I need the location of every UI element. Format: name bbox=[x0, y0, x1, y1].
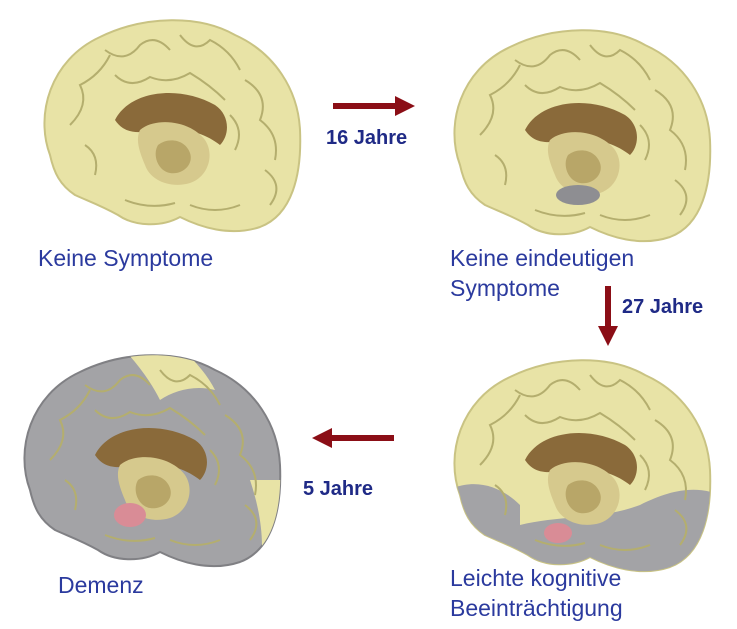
stage-label-dementia: Demenz bbox=[58, 570, 144, 600]
duration-label-16-years: 16 Jahre bbox=[326, 127, 407, 150]
stage-label-mild-cognitive-impairment: Leichte kognitive Beeinträchtigung bbox=[450, 563, 623, 623]
stage-label-no-symptoms-text: Keine Symptome bbox=[38, 245, 213, 271]
stage-label-mci-line2: Beeinträchtigung bbox=[450, 593, 623, 623]
duration-label-27-years: 27 Jahre bbox=[622, 296, 703, 319]
brain-healthy-icon bbox=[30, 5, 310, 235]
stage-label-no-symptoms: Keine Symptome bbox=[38, 243, 213, 273]
brain-severe-atrophy-icon bbox=[10, 340, 290, 570]
duration-label-5-years: 5 Jahre bbox=[303, 478, 373, 501]
stage-label-mci-line1: Leichte kognitive bbox=[450, 563, 623, 593]
brain-mild-atrophy-icon bbox=[440, 345, 720, 575]
stage-label-no-clear-symptoms-line1: Keine eindeutigen bbox=[450, 243, 634, 273]
stage-label-dementia-text: Demenz bbox=[58, 572, 144, 598]
arrow-left-icon bbox=[312, 428, 394, 448]
brain-early-change-icon bbox=[440, 15, 720, 245]
arrow-right-icon bbox=[333, 96, 415, 116]
arrow-down-icon bbox=[598, 286, 618, 346]
